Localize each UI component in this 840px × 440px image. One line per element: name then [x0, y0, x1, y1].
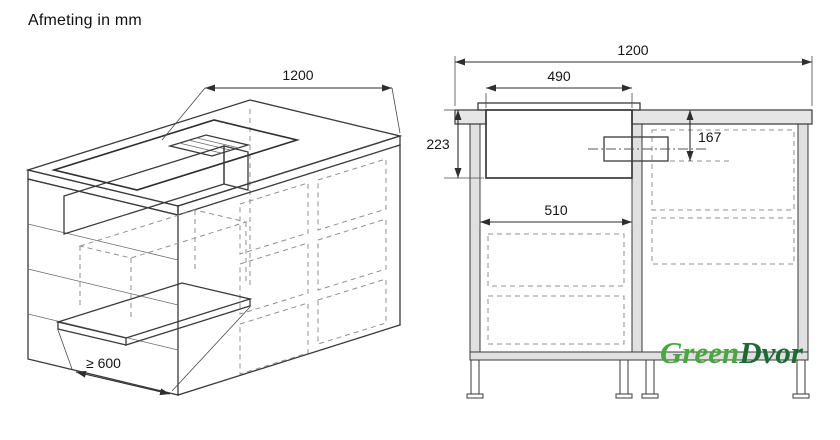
hidden-drawer-outline	[487, 295, 625, 345]
hidden-shelf-outline	[317, 158, 387, 231]
leg-foot	[466, 393, 484, 399]
hidden-drawer-outline	[651, 217, 795, 265]
diagram-title: Afmeting in mm	[28, 12, 142, 29]
worktop-front-edge	[27, 169, 179, 216]
right-section-view: 1200 490 223 167 510	[426, 42, 813, 399]
grille-slat	[187, 139, 231, 151]
air-outlet-panel	[55, 282, 253, 339]
extension-line	[161, 87, 206, 141]
left-isometric-view: 1200 ≥ 600	[25, 67, 403, 396]
brand-logo-dvor: Dvor	[739, 335, 803, 370]
hidden-duct-outline	[78, 209, 248, 259]
leg-foot	[792, 393, 810, 399]
hidden-shelf-outline	[317, 278, 387, 345]
extension-line	[57, 329, 73, 370]
leg-foot	[641, 393, 659, 399]
hob-housing-box-side	[223, 145, 249, 191]
worktop-section-left	[454, 109, 487, 125]
cabinet-leg	[470, 359, 480, 395]
hob-housing-section	[485, 109, 633, 179]
cabinet-leg	[619, 359, 629, 395]
brand-logo: GreenDvor	[660, 335, 803, 370]
leg-foot	[615, 393, 633, 399]
vent-grille	[167, 134, 251, 157]
cabinet-wall-left	[469, 123, 481, 353]
dim-label-clearance: ≥ 600	[86, 355, 121, 371]
grille-slat	[196, 137, 240, 149]
hidden-shelf-outline	[239, 302, 309, 375]
grille-slat	[178, 142, 222, 154]
cabinet-bottom-panel	[469, 351, 809, 361]
dim-label-length: 1200	[282, 67, 313, 83]
cooktop-surface	[50, 119, 301, 191]
panel-edge	[125, 305, 251, 346]
dim-label-right-height: 167	[698, 129, 722, 145]
cooktop-glass-section	[477, 102, 641, 111]
dim-label-niche: 510	[544, 202, 568, 218]
dim-label-total: 1200	[617, 42, 648, 58]
cabinet-wall-right	[797, 123, 809, 353]
drawer-line	[27, 268, 179, 306]
cabinet-wall-middle	[631, 123, 643, 353]
hidden-shelf-outline	[239, 242, 309, 315]
panel-edge	[57, 328, 127, 346]
dim-label-hob: 490	[547, 68, 571, 84]
drawer-line	[27, 223, 179, 261]
extension-line	[391, 87, 401, 134]
dimension-line-clearance	[75, 370, 171, 396]
worktop-side-edge	[177, 135, 401, 216]
hidden-shelf-outline	[317, 218, 387, 291]
worktop-section-right	[631, 109, 813, 125]
extension-line	[171, 306, 251, 392]
hidden-shelf-outline	[239, 182, 309, 255]
cabinet-leg	[645, 359, 655, 395]
hidden-drawer-outline	[487, 233, 625, 287]
cabinet-edge	[177, 324, 401, 396]
dim-label-left-height: 223	[426, 136, 450, 152]
hidden-drawer-outline	[651, 129, 795, 211]
brand-logo-green: Green	[660, 335, 740, 370]
